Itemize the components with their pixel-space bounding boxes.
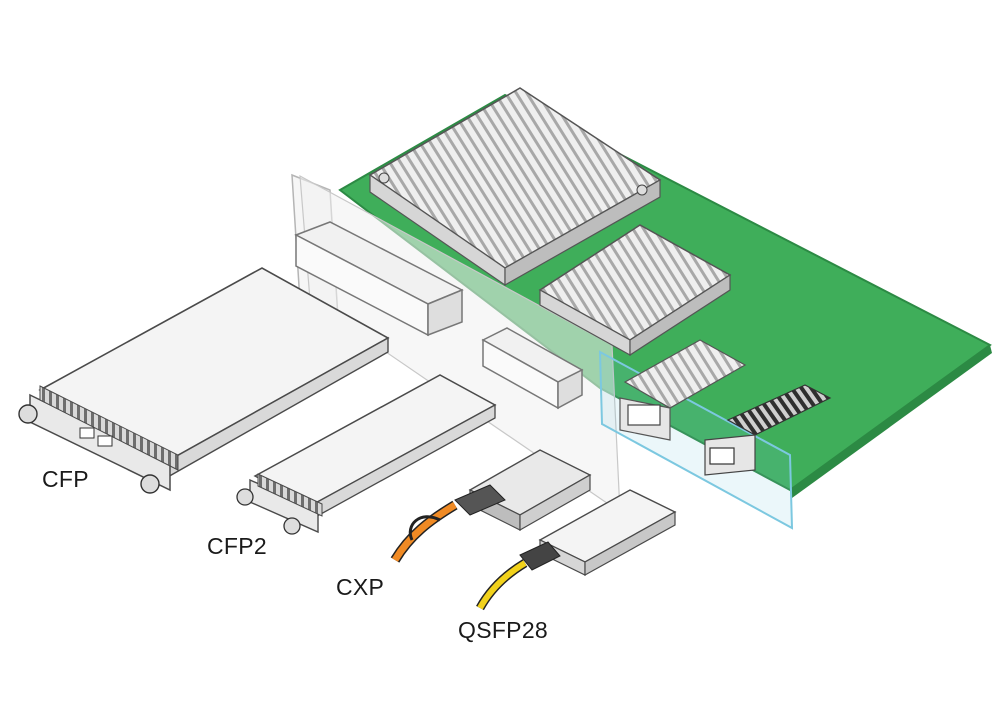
label-cfp: CFP [42, 466, 89, 492]
qsfp28-module-icon [476, 489, 677, 611]
cfp2-cage-opening [481, 327, 584, 410]
label-cxp: CXP [336, 574, 385, 600]
large-heatsink-icon [368, 87, 662, 287]
label-cfp2: CFP2 [207, 533, 267, 559]
cxp-module-icon [390, 449, 592, 563]
cxp-connector-icon [704, 384, 832, 476]
label-qsfp28: QSFP28 [458, 617, 549, 643]
cfp-module-icon [18, 267, 390, 494]
qsfp-cage-icon [619, 339, 747, 441]
cfp2-module-icon [236, 374, 497, 535]
cfp-cage-opening [294, 221, 464, 337]
small-heatsink-icon [538, 224, 732, 357]
